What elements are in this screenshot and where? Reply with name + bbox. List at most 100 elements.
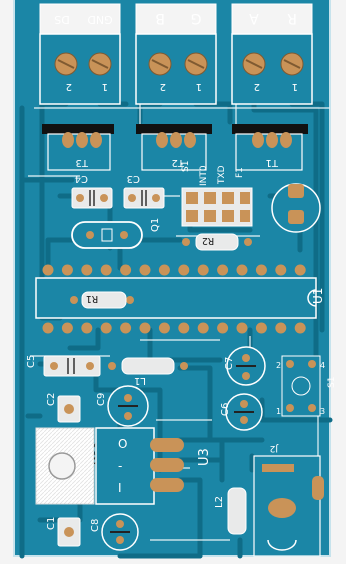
capacitor-c6: C6 bbox=[220, 393, 263, 431]
ic-pin-pad bbox=[100, 322, 112, 334]
capacitor-c3: C3 bbox=[123, 173, 165, 209]
ic-pin-pad bbox=[275, 264, 287, 276]
inductor-l1: L1 bbox=[108, 357, 188, 386]
regulator-label: U3 bbox=[197, 448, 212, 466]
jumper-header: S1 INT0 TXD F1 bbox=[181, 161, 253, 227]
screw-slot-icon bbox=[283, 59, 301, 69]
terminal-pin-label: 1 bbox=[196, 81, 202, 92]
ic-pin-pad bbox=[158, 264, 170, 276]
screw-slot-icon bbox=[187, 59, 205, 69]
terminal-label-a: A bbox=[249, 10, 259, 26]
transistor-label: T3 bbox=[76, 157, 89, 168]
voltage-regulator-u3: A15,2mm O - I U3 bbox=[35, 427, 212, 505]
switch-pin-label: 1 bbox=[276, 407, 281, 416]
connector-j2: J2 bbox=[253, 443, 324, 557]
terminal-pin-label: 2 bbox=[160, 81, 166, 92]
transistor-t3: T3 bbox=[42, 124, 114, 171]
ic-pin-pad bbox=[197, 322, 209, 334]
transistor-label: T2 bbox=[172, 157, 185, 168]
capacitor-c5: C5 bbox=[26, 355, 101, 377]
capacitor-label: C5 bbox=[26, 355, 37, 368]
ic-pin-pad bbox=[81, 264, 93, 276]
regulator-pin-mark: I bbox=[118, 481, 122, 495]
ic-pin-pad bbox=[139, 322, 151, 334]
ic-pin-pad bbox=[139, 264, 151, 276]
ic-u1: U1 bbox=[35, 264, 325, 334]
ic-pin-pad bbox=[217, 322, 229, 334]
inductor-label: L2 bbox=[214, 496, 225, 508]
capacitor-c7: C7 bbox=[224, 346, 266, 386]
terminal-label-gnd: GND bbox=[87, 13, 112, 26]
capacitor-label: C9 bbox=[96, 393, 107, 406]
switch-label: S1 bbox=[327, 377, 337, 388]
capacitor-c1: C1 bbox=[46, 517, 81, 547]
ic-pin-pad bbox=[236, 322, 248, 334]
tact-switch-s1: 2 4 1 3 S1 bbox=[276, 355, 337, 417]
ic-pin-pad bbox=[42, 322, 54, 334]
ic-pin-pad bbox=[217, 264, 229, 276]
ic-pin-pad bbox=[61, 264, 73, 276]
ic-pin-pad bbox=[294, 264, 306, 276]
terminal-label-b: B bbox=[155, 10, 165, 26]
jumper-label: J2 bbox=[270, 443, 279, 453]
header-label-f1: F1 bbox=[235, 167, 245, 178]
power-jack-pads bbox=[271, 183, 321, 233]
terminal-pin-label: 1 bbox=[102, 81, 108, 92]
capacitor-label: C1 bbox=[46, 517, 57, 530]
resistor-label: R1 bbox=[86, 293, 98, 304]
capacitor-label: C8 bbox=[90, 519, 101, 532]
terminal-label-g: G bbox=[191, 10, 202, 26]
capacitor-label: C4 bbox=[75, 173, 88, 184]
capacitor-c2: C2 bbox=[46, 393, 81, 423]
terminal-block-gb: B G 2 1 bbox=[135, 3, 217, 105]
terminal-block-ar: A R 2 1 bbox=[231, 3, 313, 105]
transistor-t1: T1 bbox=[232, 124, 308, 171]
terminal-block-ds: GND DS 2 1 bbox=[39, 3, 121, 105]
transistor-label: T1 bbox=[266, 157, 279, 168]
screw-slot-icon bbox=[245, 59, 263, 69]
ic-pin-pad bbox=[61, 322, 73, 334]
ic-pin-pad bbox=[294, 322, 306, 334]
ic-pin-pad bbox=[255, 264, 267, 276]
capacitor-label: C6 bbox=[220, 403, 231, 416]
ic-pin-pad bbox=[275, 322, 287, 334]
ic-pin-pad bbox=[197, 264, 209, 276]
resistor-r1: R1 bbox=[70, 291, 134, 309]
terminal-label-r: R bbox=[287, 10, 297, 26]
screw-slot-icon bbox=[151, 59, 169, 69]
ic-pin-pad bbox=[42, 264, 54, 276]
crystal-q1: Q1 bbox=[71, 218, 161, 249]
regulator-pin-mark: - bbox=[118, 459, 122, 473]
capacitor-label: C7 bbox=[224, 357, 235, 370]
mounting-hole-icon bbox=[48, 452, 76, 480]
crystal-label: Q1 bbox=[150, 218, 161, 232]
capacitor-label: C2 bbox=[46, 393, 57, 406]
ic-label: U1 bbox=[311, 288, 325, 304]
terminal-pin-label: 2 bbox=[254, 81, 260, 92]
terminal-pin-label: 1 bbox=[292, 81, 298, 92]
capacitor-c8: C8 bbox=[90, 513, 139, 551]
capacitor-c9: C9 bbox=[96, 385, 149, 427]
inductor-l2: L2 bbox=[214, 487, 247, 535]
ic-pin-pad bbox=[178, 264, 190, 276]
resistor-label: R2 bbox=[202, 235, 214, 246]
switch-pin-label: 4 bbox=[320, 361, 325, 370]
resistor-r2: R2 bbox=[182, 233, 252, 251]
inductor-label: L1 bbox=[134, 375, 146, 386]
ic-pin-pad bbox=[100, 264, 112, 276]
ic-pin-pad bbox=[120, 264, 132, 276]
switch-pin-label: 3 bbox=[320, 407, 325, 416]
ic-pin-pad bbox=[178, 322, 190, 334]
ic-pin-pad bbox=[120, 322, 132, 334]
ic-pin-pad bbox=[236, 264, 248, 276]
ic-pin-pad bbox=[255, 322, 267, 334]
screw-slot-icon bbox=[91, 59, 109, 69]
capacitor-c4: C4 bbox=[71, 173, 113, 209]
screw-slot-icon bbox=[57, 59, 75, 69]
terminal-pin-label: 2 bbox=[66, 81, 72, 92]
header-label-int0: INT0 bbox=[199, 165, 209, 186]
header-label-s1: S1 bbox=[181, 161, 191, 172]
header-label-txd: TXD bbox=[217, 165, 227, 185]
